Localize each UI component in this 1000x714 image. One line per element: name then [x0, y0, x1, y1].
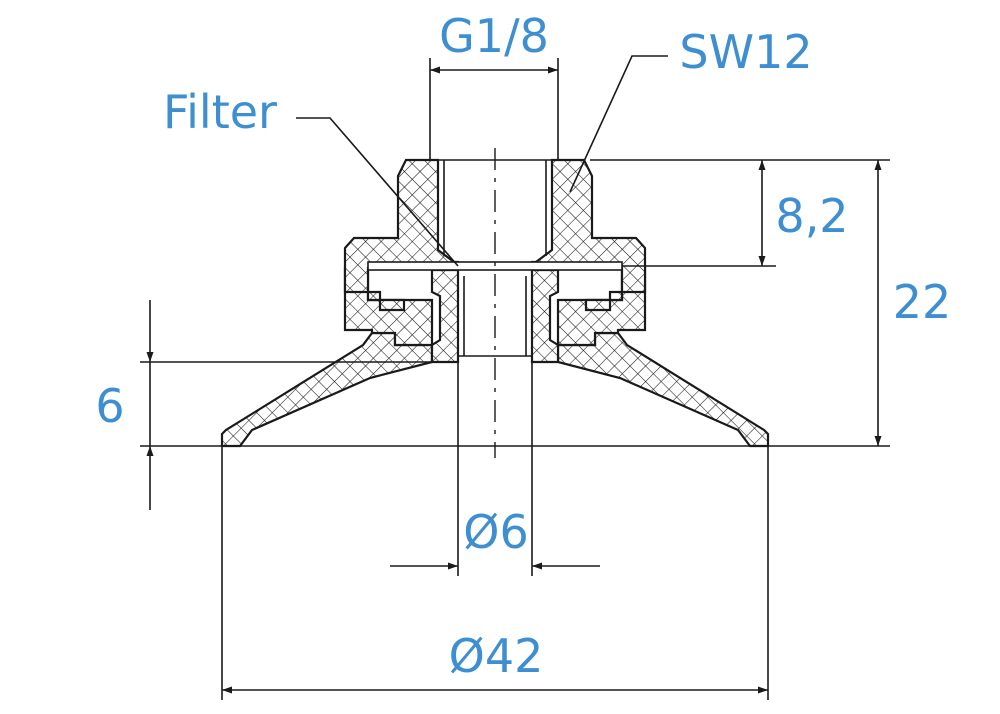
bore-diameter-label: Ø6 — [463, 505, 528, 559]
cup-lip-left — [220, 331, 434, 448]
thread-label: G1/8 — [439, 9, 549, 63]
insert-left — [430, 268, 460, 364]
cup-lip-right — [556, 331, 770, 448]
lip-height-label: 6 — [95, 379, 124, 433]
wrench-size-label: SW12 — [679, 25, 812, 79]
dimension-labels: G1/8 SW12 Filter 8,2 22 6 Ø6 Ø42 — [95, 9, 951, 683]
cup-diameter-label: Ø42 — [449, 629, 544, 683]
dimension-lines — [140, 55, 890, 700]
total-height-label: 22 — [893, 275, 952, 329]
filter-label: Filter — [163, 85, 277, 139]
fitting-height-label: 8,2 — [775, 189, 848, 243]
insert-right — [530, 268, 560, 364]
